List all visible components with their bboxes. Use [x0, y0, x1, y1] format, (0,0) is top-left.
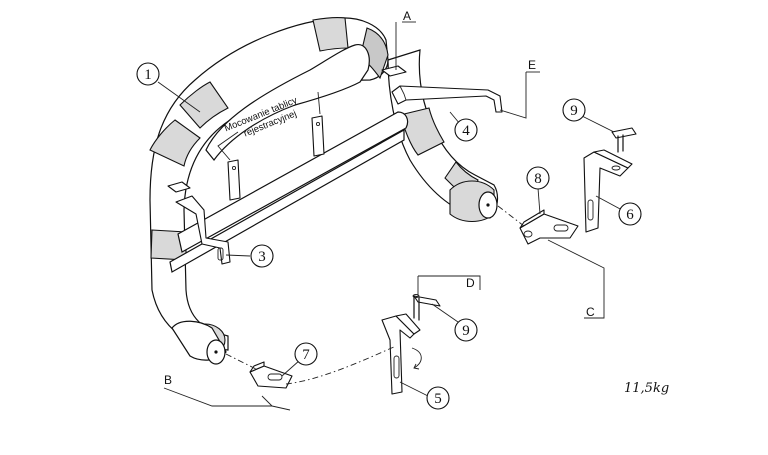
bracket-4 — [391, 85, 503, 113]
bolt-9-lower — [412, 294, 441, 321]
bracket-5 — [381, 313, 422, 395]
callout-7-number: 7 — [302, 347, 310, 363]
callout-6-number: 6 — [626, 207, 634, 223]
callout-6: 6 — [618, 202, 642, 226]
label-d: D — [466, 276, 475, 290]
assembly-centerlines — [225, 205, 525, 385]
leader-lines — [157, 21, 623, 411]
callout-3-number: 3 — [258, 249, 266, 265]
callout-4-number: 4 — [462, 123, 470, 139]
bolt-9-upper — [611, 127, 637, 153]
bracket-7 — [249, 361, 293, 389]
bracket-8 — [519, 209, 579, 245]
callout-8-number: 8 — [534, 171, 542, 187]
weight-label: 11,5kg — [624, 381, 669, 396]
label-b: B — [164, 373, 172, 387]
callout-9-lower-number: 9 — [462, 323, 470, 339]
callout-1: 1 — [136, 62, 160, 86]
callout-3: 3 — [250, 244, 274, 268]
callout-9-lower: 9 — [454, 318, 478, 342]
bull-bar-frame — [149, 17, 499, 365]
bracket-6 — [583, 149, 633, 233]
label-c: C — [586, 305, 595, 319]
label-e: E — [528, 58, 536, 72]
callout-9-upper: 9 — [562, 98, 586, 122]
callout-7: 7 — [294, 342, 318, 366]
callout-4: 4 — [454, 118, 478, 142]
callout-1-number: 1 — [144, 67, 152, 83]
callout-5: 5 — [426, 386, 450, 410]
callout-5-number: 5 — [434, 391, 442, 407]
bracket-3 — [175, 195, 231, 265]
label-a: A — [403, 9, 411, 23]
callout-9-upper-number: 9 — [570, 103, 578, 119]
callout-8: 8 — [526, 166, 550, 190]
